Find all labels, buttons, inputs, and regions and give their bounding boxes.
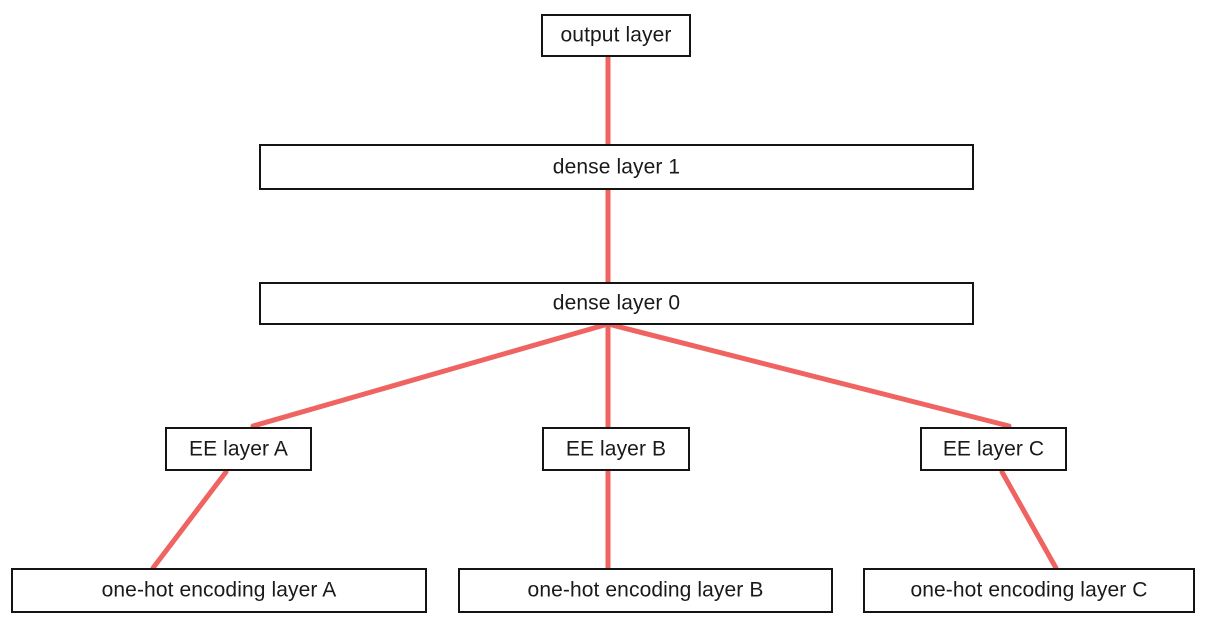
node-label: one-hot encoding layer C	[910, 578, 1148, 602]
edge-dense0-eeC	[605, 321, 1012, 429]
edge-dense0-eeA	[250, 321, 611, 429]
node-dense-layer-1[interactable]: dense layer 1	[259, 144, 974, 190]
node-label: dense layer 0	[552, 291, 681, 315]
node-label: EE layer B	[565, 437, 667, 460]
node-label: one-hot encoding layer A	[101, 578, 337, 602]
edge-eeA-ohA	[150, 469, 229, 571]
node-label: EE layer A	[188, 437, 289, 460]
node-output-layer[interactable]: output layer	[541, 14, 691, 57]
node-one-hot-encoding-layer-b[interactable]: one-hot encoding layer B	[458, 568, 833, 613]
edge-eeC-ohC	[999, 469, 1059, 571]
node-label: output layer	[560, 23, 672, 47]
node-label: dense layer 1	[552, 155, 681, 178]
node-one-hot-encoding-layer-c[interactable]: one-hot encoding layer C	[863, 568, 1195, 613]
node-label: one-hot encoding layer B	[527, 578, 764, 602]
node-one-hot-encoding-layer-a[interactable]: one-hot encoding layer A	[11, 568, 427, 613]
node-ee-layer-c[interactable]: EE layer C	[920, 427, 1067, 471]
node-label: EE layer C	[942, 437, 1045, 460]
node-dense-layer-0[interactable]: dense layer 0	[259, 282, 974, 325]
node-ee-layer-b[interactable]: EE layer B	[542, 427, 690, 471]
node-ee-layer-a[interactable]: EE layer A	[165, 427, 312, 471]
